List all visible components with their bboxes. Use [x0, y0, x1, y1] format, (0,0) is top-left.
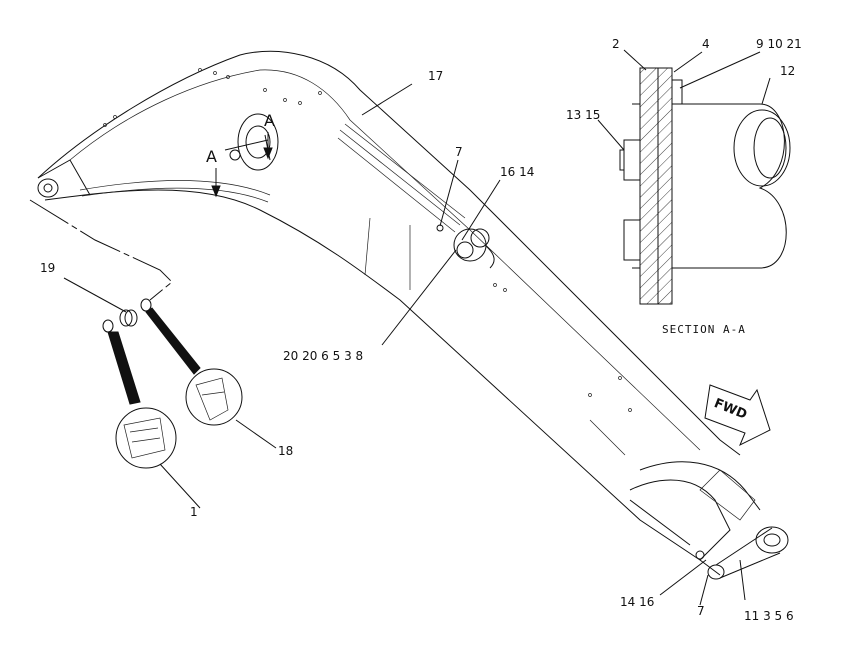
- forward-arrow: FWD: [704, 384, 771, 447]
- callout-9-10-21: 9 10 21: [756, 37, 802, 51]
- callout-18: 18: [278, 444, 293, 458]
- detail-bubble-18: [185, 368, 243, 426]
- callout-17: 17: [428, 69, 443, 83]
- leader-lines: [63, 49, 771, 606]
- callout-7-bottom: 7: [697, 604, 705, 618]
- callout-12: 12: [780, 64, 795, 78]
- forward-arrow-label: FWD: [712, 396, 749, 423]
- callout-20-group: 20 20 6 5 3 8: [283, 349, 363, 363]
- section-mark-left: A: [206, 147, 217, 166]
- callout-labels: 2 4 9 10 21 12 13 15 17 7 16 14 19 20 20…: [40, 37, 802, 623]
- callout-14-16-bottom: 14 16: [620, 595, 654, 609]
- callout-7-top: 7: [455, 145, 463, 159]
- section-a-a-detail: [619, 67, 791, 305]
- callout-2: 2: [612, 37, 620, 51]
- section-caption: SECTION A-A: [662, 323, 746, 336]
- detail-bubble-1: [115, 407, 177, 469]
- callout-4: 4: [702, 37, 710, 51]
- callout-13-15: 13 15: [566, 108, 600, 122]
- callout-19: 19: [40, 261, 55, 275]
- callout-1: 1: [190, 505, 198, 519]
- callout-16-14-top: 16 14: [500, 165, 534, 179]
- boom-body: [37, 50, 789, 580]
- foot-pin-bore: [37, 178, 59, 198]
- callout-11-group: 11 3 5 6: [744, 609, 794, 623]
- section-mark-right: A: [264, 111, 275, 130]
- section-cut-marker: [211, 113, 279, 198]
- cylinder-pin-assembly: [436, 224, 495, 269]
- head-pin-boss: [755, 526, 789, 554]
- foot-pin-parts: [29, 199, 243, 469]
